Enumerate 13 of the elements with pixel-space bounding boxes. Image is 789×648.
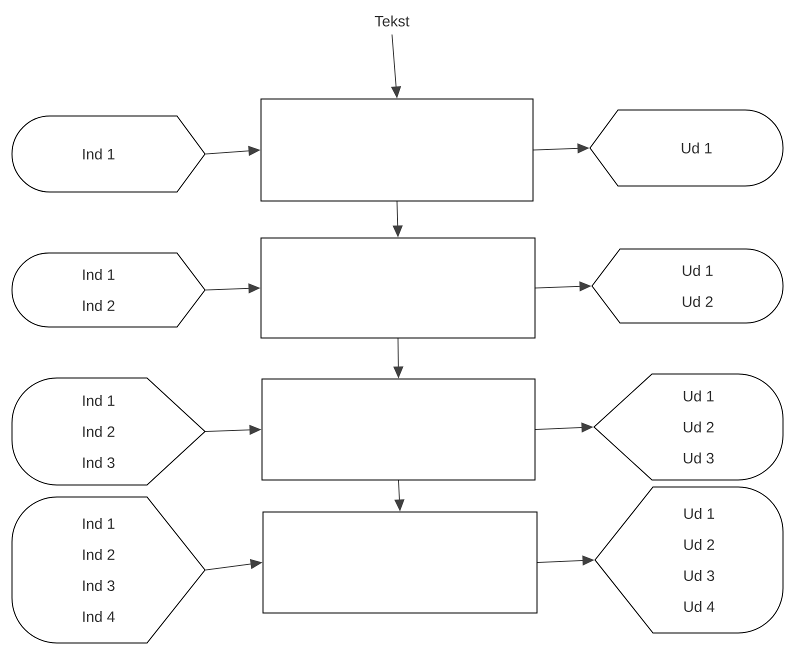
text-label: Tekst xyxy=(374,15,410,26)
input-terminal: Ind 1 Ind 2 Ind 3 xyxy=(12,378,206,486)
process-box xyxy=(262,378,536,480)
output-terminal: Ud 1 xyxy=(590,110,784,186)
input-terminal: Ind 1 xyxy=(12,116,206,192)
output-terminal: Ud 1 Ud 2 xyxy=(592,248,784,324)
output-terminal: Ud 1 Ud 2 Ud 3 Ud 4 xyxy=(594,486,784,634)
output-terminal: Ud 1 Ud 2 Ud 3 xyxy=(594,374,784,480)
process-box xyxy=(260,238,536,338)
process-box xyxy=(262,512,538,614)
process-box xyxy=(260,98,534,202)
input-terminal: Ind 1 Ind 2 xyxy=(12,252,206,328)
input-terminal: Ind 1 Ind 2 Ind 3 Ind 4 xyxy=(12,496,206,644)
